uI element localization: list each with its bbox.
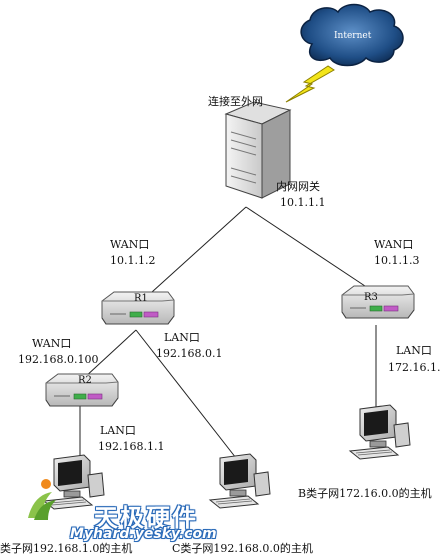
subnet-c-label: C类子网192.168.0.0的主机 — [172, 542, 313, 555]
r2-lan-ip: 192.168.1.1 — [98, 440, 165, 453]
watermark-logo-icon — [24, 478, 60, 522]
link-r1-r2 — [83, 329, 137, 379]
r3-wan-ip: 10.1.1.3 — [374, 254, 420, 267]
r1-lan-label: LAN口 — [164, 331, 200, 344]
r1-wan-label: WAN口 — [110, 238, 150, 251]
router-r1-name: R1 — [134, 293, 148, 304]
lightning-icon — [285, 65, 335, 103]
r2-wan-label: WAN口 — [32, 337, 72, 350]
subnet-a-label: A类子网192.168.1.0的主机 — [0, 542, 133, 555]
gateway-server-icon — [224, 101, 292, 199]
router-r3-icon — [341, 285, 415, 319]
internet-label: Internet — [334, 31, 372, 41]
r1-wan-ip: 10.1.1.2 — [110, 254, 156, 267]
internet-cloud-icon — [300, 3, 404, 67]
r3-lan-label: LAN口 — [396, 344, 432, 357]
r1-lan-ip: 192.168.0.1 — [156, 347, 223, 360]
subnet-b-label: B类子网172.16.0.0的主机 — [298, 487, 432, 500]
watermark-cn: 天极硬件 — [94, 504, 198, 532]
watermark-en: Myhard.yesky.com — [70, 526, 217, 542]
r3-lan-ip: 172.16.1.1 — [388, 361, 441, 374]
pc-subnet-c-icon — [209, 453, 271, 509]
link-r1-pc-c — [135, 329, 237, 459]
r2-wan-ip: 192.168.0.100 — [18, 353, 99, 366]
link-gateway-r3 — [245, 206, 372, 291]
gateway-top-label: 连接至外网 — [208, 95, 263, 108]
r3-wan-label: WAN口 — [374, 238, 414, 251]
router-r2-name: R2 — [78, 375, 92, 386]
link-gateway-r1 — [151, 206, 247, 293]
gateway-ip: 10.1.1.1 — [280, 196, 326, 209]
gateway-name: 内网网关 — [276, 180, 320, 193]
router-r3-name: R3 — [364, 292, 378, 303]
pc-subnet-b-icon — [349, 404, 411, 460]
r2-lan-label: LAN口 — [100, 424, 136, 437]
